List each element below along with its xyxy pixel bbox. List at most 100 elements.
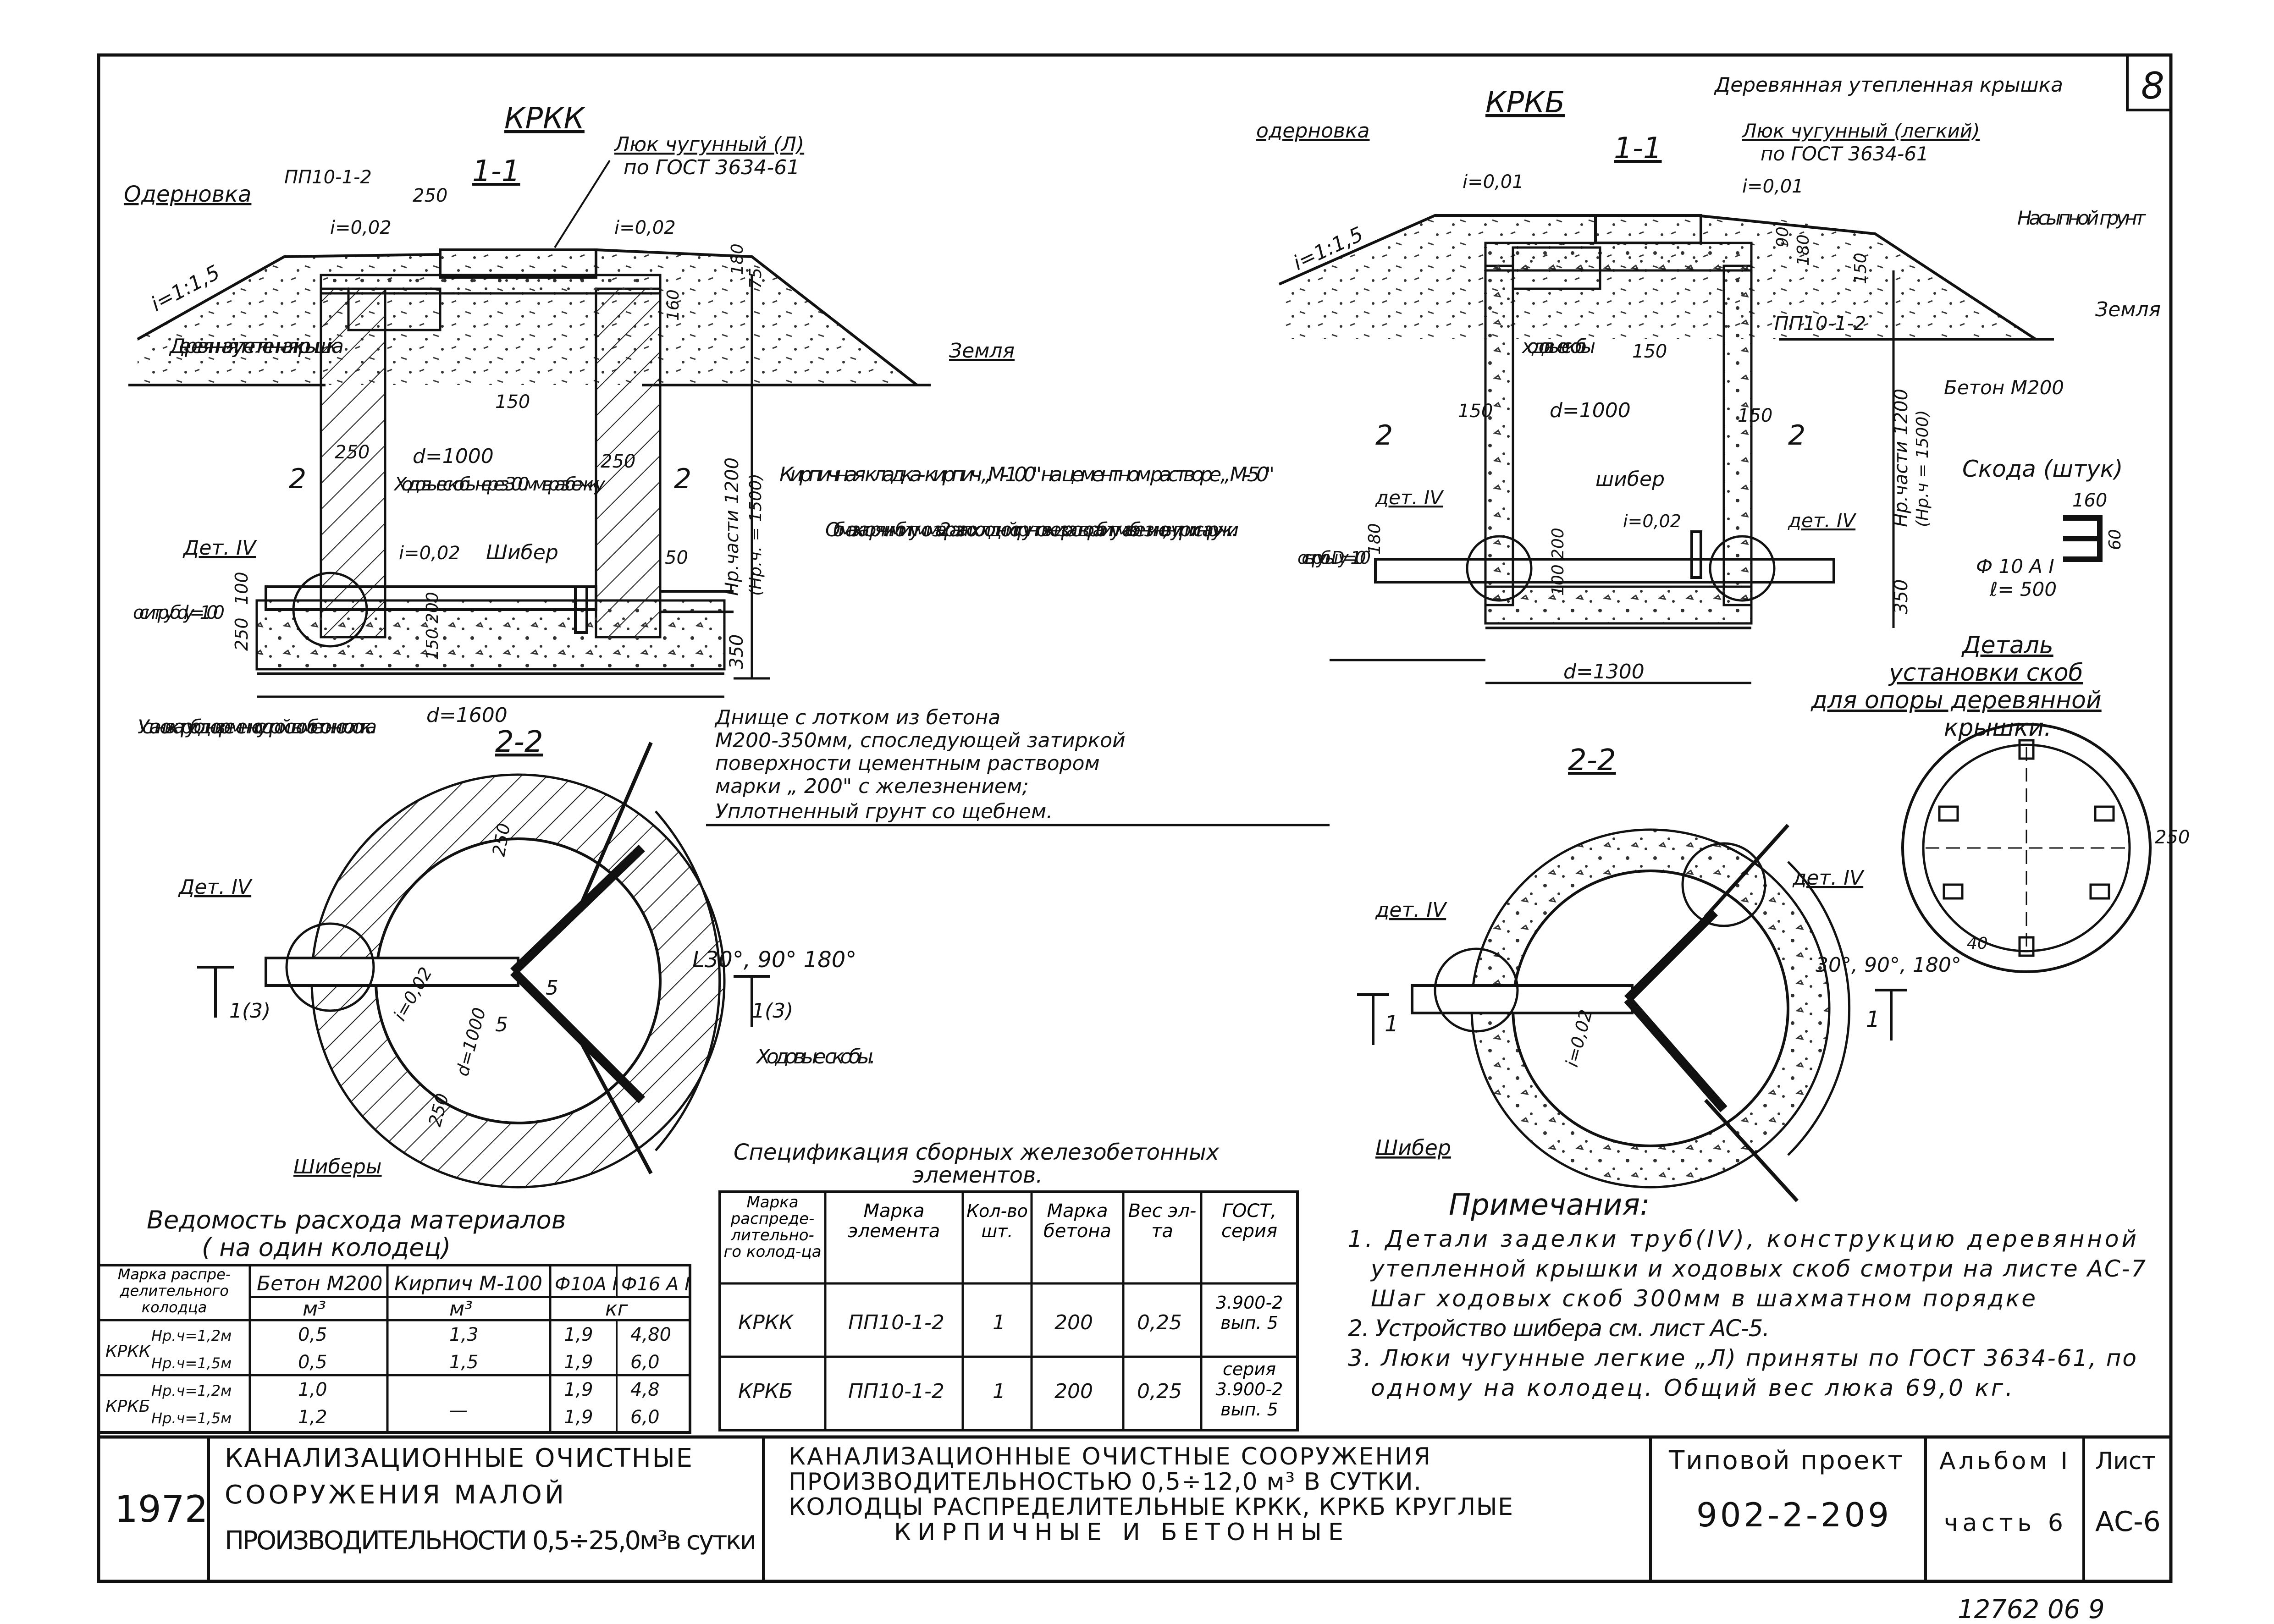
- right-cover-slab: [1484, 242, 1753, 272]
- right-plan-det4-left-label: дет. IV: [1375, 898, 1447, 922]
- right-dim-150c: 150: [1738, 405, 1772, 426]
- right-dim-150b: 150: [1458, 401, 1493, 422]
- right-section-title: КРКБ: [1485, 86, 1565, 120]
- right-depth-label: Нр.части 1200: [1891, 389, 1912, 527]
- gate: [574, 585, 588, 634]
- right-plan-inlet: [1411, 984, 1634, 1014]
- right-dim-150a: 150: [1632, 341, 1667, 362]
- right-plan-det4-right-label: дет. IV: [1792, 866, 1865, 890]
- support-dim-250: 250: [2155, 827, 2190, 848]
- materials-header-well: Марка распре-делительного колодца: [117, 1266, 231, 1316]
- support-dim-40: 40: [1967, 934, 1988, 953]
- spec-row1-gost: 3.900-2 вып. 5: [1215, 1293, 1283, 1333]
- wood-cover: [347, 287, 442, 331]
- right-plan-det4-right: [1681, 842, 1766, 927]
- inner-150-dim: 150: [495, 391, 530, 413]
- bottom-note-3: поверхности цементным раствором: [715, 752, 1100, 775]
- right-slope-right: i=0,01: [1742, 176, 1804, 197]
- materials-title-1: Ведомость расхода материалов: [147, 1206, 566, 1234]
- det4-circle: [292, 572, 368, 648]
- note-line-1: 1. Детали заделки труб(IV), конструкцию …: [1348, 1226, 2136, 1252]
- bottom-note-5: Уплотненный грунт со щебнем.: [715, 800, 1053, 823]
- mat-r1-concrete: 0,5: [298, 1324, 327, 1345]
- right-det4-circle-left: [1466, 535, 1533, 602]
- ground-label: Земля: [949, 339, 1015, 363]
- spec-row2-qty: 1: [993, 1380, 1005, 1403]
- right-hatch-frame: [1594, 214, 1702, 244]
- note-line-5: 3. Люки чугунные легкие „Л) приняты по Г…: [1348, 1345, 2136, 1371]
- spec-header-gost: ГОСТ, серия: [1221, 1201, 1278, 1242]
- hatch-gost-label: по ГОСТ 3634-61: [624, 156, 800, 179]
- left-plan-dim-5a: 5: [546, 976, 558, 1000]
- note-line-3: Шаг ходовых скоб 300мм в шахматном поряд…: [1371, 1285, 2036, 1312]
- right-slope-left: i=0,01: [1463, 171, 1524, 193]
- right-det4-circle-right: [1709, 535, 1776, 602]
- right-plan-det4-left: [1434, 947, 1519, 1033]
- h-200-dim: 200: [423, 592, 442, 623]
- materials-header-f16: Ф16 А I: [621, 1274, 690, 1295]
- title-sheet-code: АС-6: [2095, 1506, 2161, 1538]
- right-wood-cover-label: Деревянная утепленная крышка: [1714, 73, 2063, 97]
- support-plan-inner: [1922, 743, 2131, 952]
- mat-r1-well: КРКК: [105, 1342, 151, 1361]
- h-250-dim: 250: [232, 617, 252, 651]
- support-plan-outer: [1901, 723, 2152, 973]
- pipe-install-label: Установка труб одновременно с устройство…: [138, 716, 377, 738]
- right-wall: [595, 287, 662, 639]
- plate-label: ПП10-1-2: [284, 167, 372, 188]
- right-hatch-gost-label: по ГОСТ 3634-61: [1761, 143, 1929, 165]
- mat-r3-f16: 4,8: [630, 1379, 660, 1400]
- left-section-title: КРКК: [504, 102, 585, 136]
- right-ground-label: Земля: [2095, 298, 2161, 321]
- left-plan-det4-circle: [285, 922, 375, 1012]
- spec-row1-well: КРКК: [738, 1311, 794, 1334]
- right-depth-label-2: (Нр.ч = 1500): [1913, 410, 1932, 527]
- step-caption-2: установки скоб: [1888, 659, 2083, 687]
- spec-row2-concrete: 200: [1054, 1380, 1093, 1403]
- spec-header-qty: Кол-во шт.: [966, 1201, 1028, 1241]
- mat-r2-concrete: 0,5: [298, 1352, 327, 1373]
- right-concrete-label: Бетон М200: [1944, 376, 2064, 399]
- materials-unit-steel: кг: [605, 1297, 629, 1321]
- d-outer-label: d=1600: [426, 704, 508, 727]
- title-sheet-label: Лист: [2095, 1448, 2156, 1475]
- title-org-2: СООРУЖЕНИЯ МАЛОЙ: [225, 1480, 564, 1510]
- mat-r4-f16: 6,0: [630, 1407, 660, 1428]
- spec-header-weight: Вес эл-та: [1128, 1201, 1197, 1242]
- h-180-dim: 180: [728, 243, 747, 275]
- step-detail: Скода (штук) 160 60 Ф 10 А I ℓ= 500 Дета…: [1810, 456, 2190, 973]
- left-plan-gates: Шиберы: [293, 1155, 382, 1178]
- left-embankment: [138, 250, 917, 385]
- sheet-number: 8: [2141, 65, 2164, 107]
- title-block: 1972 КАНАЛИЗАЦИОННЫЕ ОЧИСТНЫЕ СООРУЖЕНИЯ…: [97, 1435, 2173, 1583]
- mat-r4-f10: 1,9: [564, 1407, 593, 1428]
- sheet-number-box: [2126, 54, 2172, 111]
- h-75-dim: 75: [746, 268, 765, 289]
- slope-floor-label: i=0,02: [399, 543, 460, 564]
- h-150-dim: 150: [423, 628, 442, 660]
- section-mark-left: 2: [289, 463, 306, 495]
- right-h-90: 90: [1773, 226, 1792, 248]
- d-inner-label: d=1000: [413, 445, 494, 468]
- right-pipe-axis: ось трубы Dy=100: [1297, 548, 1371, 568]
- section-mark-right: 2: [674, 463, 691, 495]
- mat-r4-brick: —: [449, 1400, 468, 1421]
- right-d-outer: d=1300: [1563, 660, 1645, 683]
- spec-table: Спецификация сборных железобетонных элем…: [718, 1140, 1299, 1431]
- mat-r3-f10: 1,9: [564, 1379, 593, 1400]
- depth-label-2: (Нр.ч. = 1500): [746, 473, 765, 596]
- right-h-350: 350: [1891, 579, 1912, 614]
- spec-row2-well: КРКБ: [738, 1380, 793, 1403]
- mat-r1-brick: 1,3: [449, 1324, 479, 1345]
- notes: Примечания: 1. Детали заделки труб(IV), …: [1348, 1188, 2146, 1401]
- bottom-note-1: Днище с лотком из бетона: [714, 706, 1000, 729]
- step-length: ℓ= 500: [1989, 578, 2057, 600]
- title-desc-2: ПРОИЗВОДИТЕЛЬНОСТЬЮ 0,5÷12,0 м³ В СУТКИ.: [789, 1468, 1421, 1496]
- right-section-mark-right: 2: [1788, 419, 1805, 451]
- mat-r2-f16: 6,0: [630, 1352, 660, 1373]
- right-embankment: [1279, 215, 2036, 339]
- spec-header-well: Марка распреде-лительно-го колод-ца: [723, 1194, 822, 1261]
- left-cut-label: 1-1: [472, 154, 520, 188]
- right-h-100: 100: [1549, 564, 1568, 596]
- sod-label: Одерновка: [124, 182, 251, 207]
